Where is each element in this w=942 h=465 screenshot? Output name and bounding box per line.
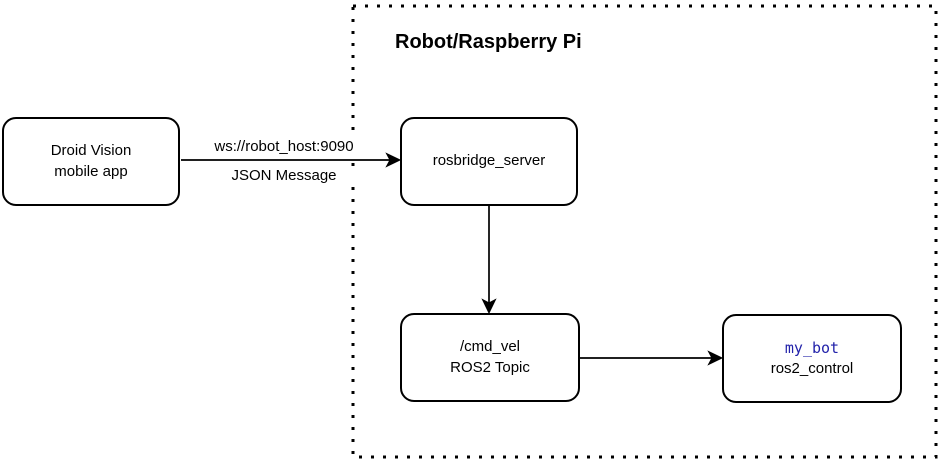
- edge-label-json-message: JSON Message: [202, 167, 366, 184]
- node-rosbridge-server: rosbridge_server: [400, 117, 578, 206]
- arrowhead-cmdvel-to-mybot: [707, 350, 724, 366]
- node-cmd-vel-line1: /cmd_vel: [459, 338, 521, 356]
- node-droid-vision-line2: mobile app: [54, 162, 128, 180]
- node-cmd-vel-topic: /cmd_vel ROS2 Topic: [400, 313, 580, 402]
- node-droid-vision-line1: Droid Vision: [50, 142, 132, 160]
- node-my-bot-ros2-control: my_bot ros2_control: [722, 314, 902, 403]
- node-my-bot-name: my_bot: [784, 339, 840, 358]
- node-rosbridge-server-label: rosbridge_server: [432, 152, 546, 170]
- edge-label-websocket-url: ws://robot_host:9090: [202, 138, 366, 155]
- arrowhead-rosbridge-to-cmdvel: [481, 298, 497, 315]
- node-droid-vision-app: Droid Vision mobile app: [2, 117, 180, 206]
- arrowhead-app-to-rosbridge: [385, 152, 402, 168]
- group-title-robot-raspberry-pi: Robot/Raspberry Pi: [395, 31, 582, 53]
- node-my-bot-sub: ros2_control: [770, 359, 854, 377]
- node-cmd-vel-line2: ROS2 Topic: [450, 358, 530, 376]
